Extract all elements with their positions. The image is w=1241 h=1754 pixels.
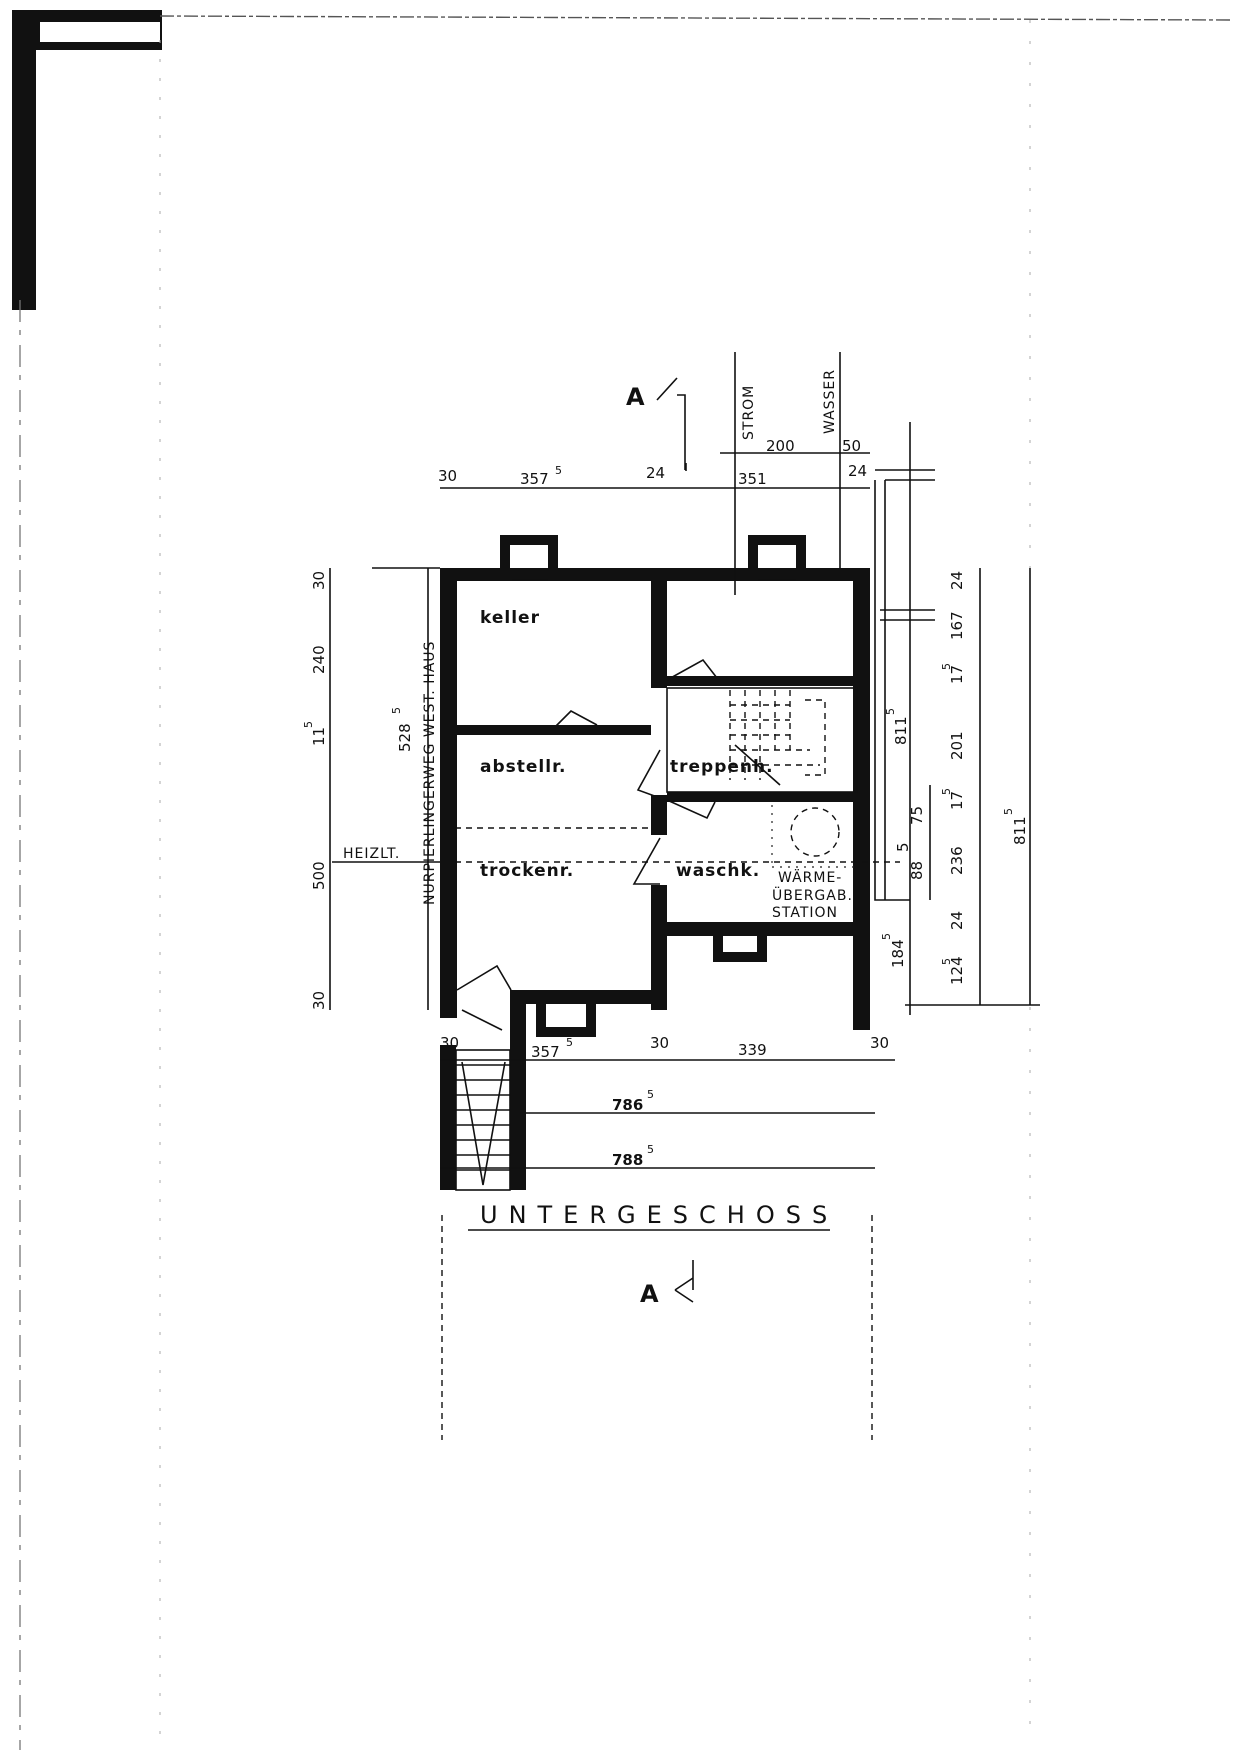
- dim-top-24: 24: [646, 464, 665, 482]
- scan-border: [12, 10, 1231, 1750]
- dim-right-5: 5: [894, 842, 912, 852]
- section-label-bottom: A: [640, 1280, 659, 1308]
- dim-right-184: 184: [889, 939, 907, 968]
- dim-total-786: 786: [612, 1096, 643, 1114]
- heating-symbol: [332, 805, 900, 868]
- dim-bottom-30-right: 30: [870, 1034, 889, 1052]
- room-label-abstellr: abstellr.: [480, 757, 567, 777]
- building-walls: [440, 568, 870, 1190]
- dim-bottom-339: 339: [738, 1041, 767, 1059]
- dim-top-351: 351: [738, 470, 767, 488]
- dim-left-528: 528: [396, 723, 414, 752]
- annotations: A A STROM WASSER HEIZLT. NURPIERLINGERWE…: [343, 369, 838, 1308]
- dim-total-788: 788: [612, 1151, 643, 1169]
- dim-top-24-right: 24: [848, 462, 867, 480]
- dim-total-786-sup: 5: [647, 1088, 654, 1101]
- strom-label: STROM: [741, 385, 757, 440]
- dim-right-88: 88: [908, 861, 926, 880]
- dim-bottom-30-left: 30: [440, 1034, 459, 1052]
- dim-right-201: 201: [948, 731, 966, 760]
- street-label: NURPIERLINGERWEG WEST. HAUS: [422, 641, 438, 905]
- dim-right-236: 236: [948, 846, 966, 875]
- dim-total-788-sup: 5: [647, 1143, 654, 1156]
- dim-right-24-bottom: 24: [948, 911, 966, 930]
- dim-bottom-30-mid: 30: [650, 1034, 669, 1052]
- dim-right-17-a: 17: [948, 665, 966, 684]
- dimension-values: 30 357 5 24 351 24 200 50 30 240 11 5 50…: [302, 437, 1029, 1169]
- section-markers: [441, 377, 873, 1440]
- dim-right-17-a-sup: 5: [940, 663, 953, 670]
- dim-right-124: 124: [948, 956, 966, 985]
- heizlt-label: HEIZLT.: [343, 846, 400, 862]
- plan-title: UNTERGESCHOSS: [480, 1201, 838, 1229]
- room-label-waschk: waschk.: [676, 861, 760, 881]
- room-label-waerme-3: STATION: [772, 905, 838, 921]
- dim-right-17-b-sup: 5: [940, 788, 953, 795]
- wasser-label: WASSER: [822, 369, 838, 434]
- dim-right-167: 167: [948, 611, 966, 640]
- dim-left-528-sup: 5: [390, 707, 403, 714]
- dim-left-11-sup: 5: [302, 721, 315, 728]
- dim-right-811-total: 811: [1011, 816, 1029, 845]
- dim-right-24-top: 24: [948, 571, 966, 590]
- room-labels: keller abstellr. treppenh. trockenr. was…: [480, 608, 853, 921]
- dim-right-811-total-sup: 5: [1002, 808, 1015, 815]
- room-label-trockenr: trockenr.: [480, 861, 574, 881]
- staircase-outer: [455, 1049, 511, 1191]
- dim-left-240: 240: [310, 645, 328, 674]
- dimension-lines: [329, 452, 1040, 1231]
- dim-left-500: 500: [310, 861, 328, 890]
- dim-bottom-357-sup: 5: [566, 1036, 573, 1049]
- section-label-top: A: [626, 383, 645, 411]
- dim-right-75: 75: [908, 806, 926, 825]
- staircase-inner: [666, 687, 858, 793]
- dim-right-184-sup: 5: [880, 933, 893, 940]
- room-label-keller: keller: [480, 608, 540, 628]
- dim-top-357-sup: 5: [555, 464, 562, 477]
- dim-right-811-inner: 811: [892, 716, 910, 745]
- dim-left-30-top: 30: [310, 571, 328, 590]
- dim-top-200: 200: [766, 437, 795, 455]
- dim-top-357: 357: [520, 470, 549, 488]
- light-wells: [500, 535, 806, 1037]
- dim-right-124-sup: 5: [940, 958, 953, 965]
- dim-right-811-inner-sup: 5: [884, 708, 897, 715]
- dim-left-11: 11: [310, 727, 328, 746]
- doors: [456, 658, 718, 1031]
- dim-left-30-bottom: 30: [310, 991, 328, 1010]
- room-label-waerme-2: ÜBERGAB.: [772, 886, 853, 904]
- utility-lines: [734, 352, 935, 1015]
- dim-bottom-357: 357: [531, 1043, 560, 1061]
- dim-top-50: 50: [842, 437, 861, 455]
- dim-right-17-b: 17: [948, 791, 966, 810]
- room-label-waerme-1: WÄRME-: [778, 868, 842, 886]
- dim-top-30: 30: [438, 467, 457, 485]
- room-label-treppenh: treppenh.: [670, 757, 774, 777]
